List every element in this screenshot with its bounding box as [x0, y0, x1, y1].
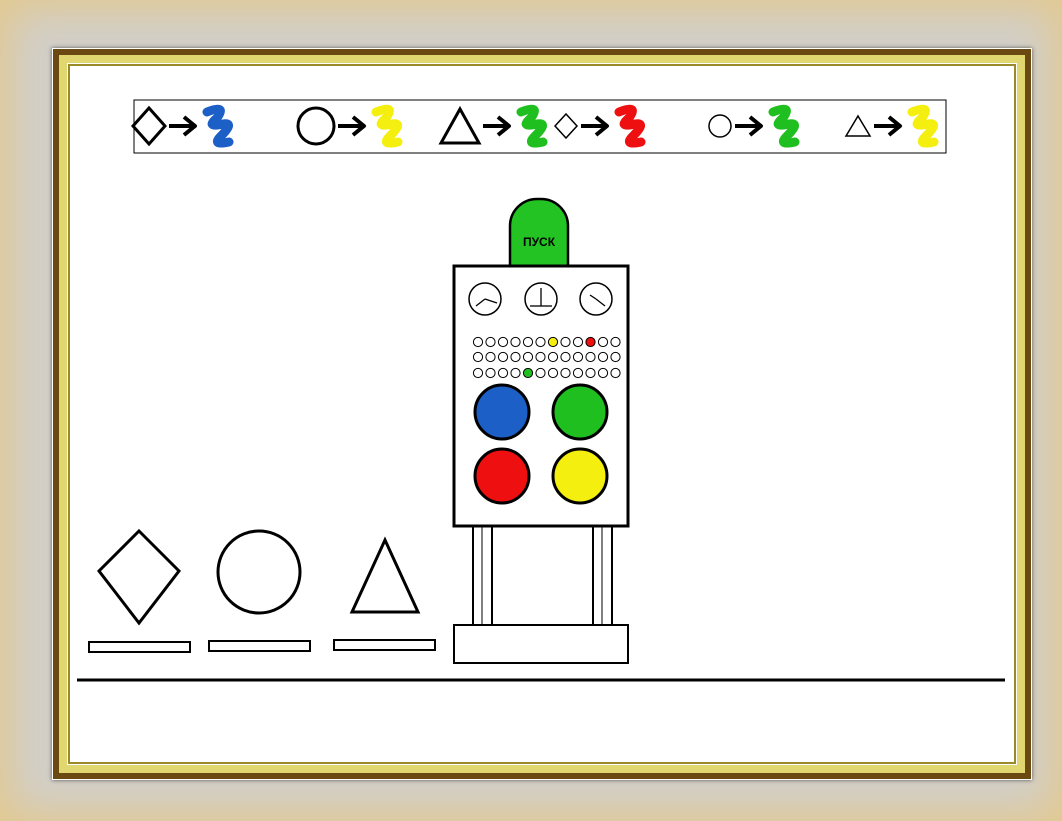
circle-figure[interactable] — [218, 531, 300, 613]
indicator-light — [536, 352, 545, 361]
legend-circle-icon — [709, 115, 731, 137]
indicator-light — [486, 368, 495, 377]
red-paint-button[interactable] — [475, 449, 529, 503]
gauge-left — [469, 283, 501, 315]
indicator-light — [536, 337, 545, 346]
indicator-light — [561, 337, 570, 346]
indicator-light — [473, 368, 482, 377]
circle-pedestal — [209, 641, 310, 651]
indicator-light — [511, 352, 520, 361]
indicator-light — [561, 352, 570, 361]
gauge-right — [580, 283, 612, 315]
indicator-light — [598, 337, 607, 346]
indicator-light — [486, 352, 495, 361]
green-paint-button[interactable] — [553, 385, 607, 439]
diamond-figure[interactable] — [99, 531, 179, 623]
indicator-light — [473, 352, 482, 361]
indicator-light — [523, 337, 532, 346]
start-button[interactable] — [510, 199, 568, 267]
gauge-middle — [525, 283, 557, 315]
indicator-light — [598, 352, 607, 361]
indicator-light — [586, 352, 595, 361]
scene: ПУСК — [52, 48, 1032, 780]
indicator-light — [573, 352, 582, 361]
indicator-light — [573, 368, 582, 377]
yellow-paint-button[interactable] — [553, 449, 607, 503]
indicator-light — [586, 337, 595, 346]
indicator-light — [548, 368, 557, 377]
triangle-figure[interactable] — [352, 540, 418, 612]
indicator-light — [486, 337, 495, 346]
indicator-light — [536, 368, 545, 377]
indicator-light — [573, 337, 582, 346]
indicator-light — [611, 352, 620, 361]
indicator-light — [548, 337, 557, 346]
blue-paint-button[interactable] — [475, 385, 529, 439]
indicator-light — [511, 337, 520, 346]
slide-canvas: ПУСК — [52, 48, 1032, 780]
indicator-light — [586, 368, 595, 377]
indicator-light — [523, 352, 532, 361]
start-button-label: ПУСК — [523, 235, 556, 249]
indicator-light — [598, 368, 607, 377]
diamond-pedestal — [89, 642, 190, 652]
indicator-light — [473, 337, 482, 346]
indicator-light — [498, 368, 507, 377]
indicator-light — [523, 368, 532, 377]
indicator-light — [511, 368, 520, 377]
legend-circle-icon — [298, 108, 334, 144]
triangle-pedestal — [334, 640, 435, 650]
indicator-light — [548, 352, 557, 361]
indicator-light — [498, 337, 507, 346]
indicator-light — [561, 368, 570, 377]
indicator-light — [498, 352, 507, 361]
indicator-light — [611, 368, 620, 377]
machine-base — [454, 625, 628, 663]
indicator-light — [611, 337, 620, 346]
